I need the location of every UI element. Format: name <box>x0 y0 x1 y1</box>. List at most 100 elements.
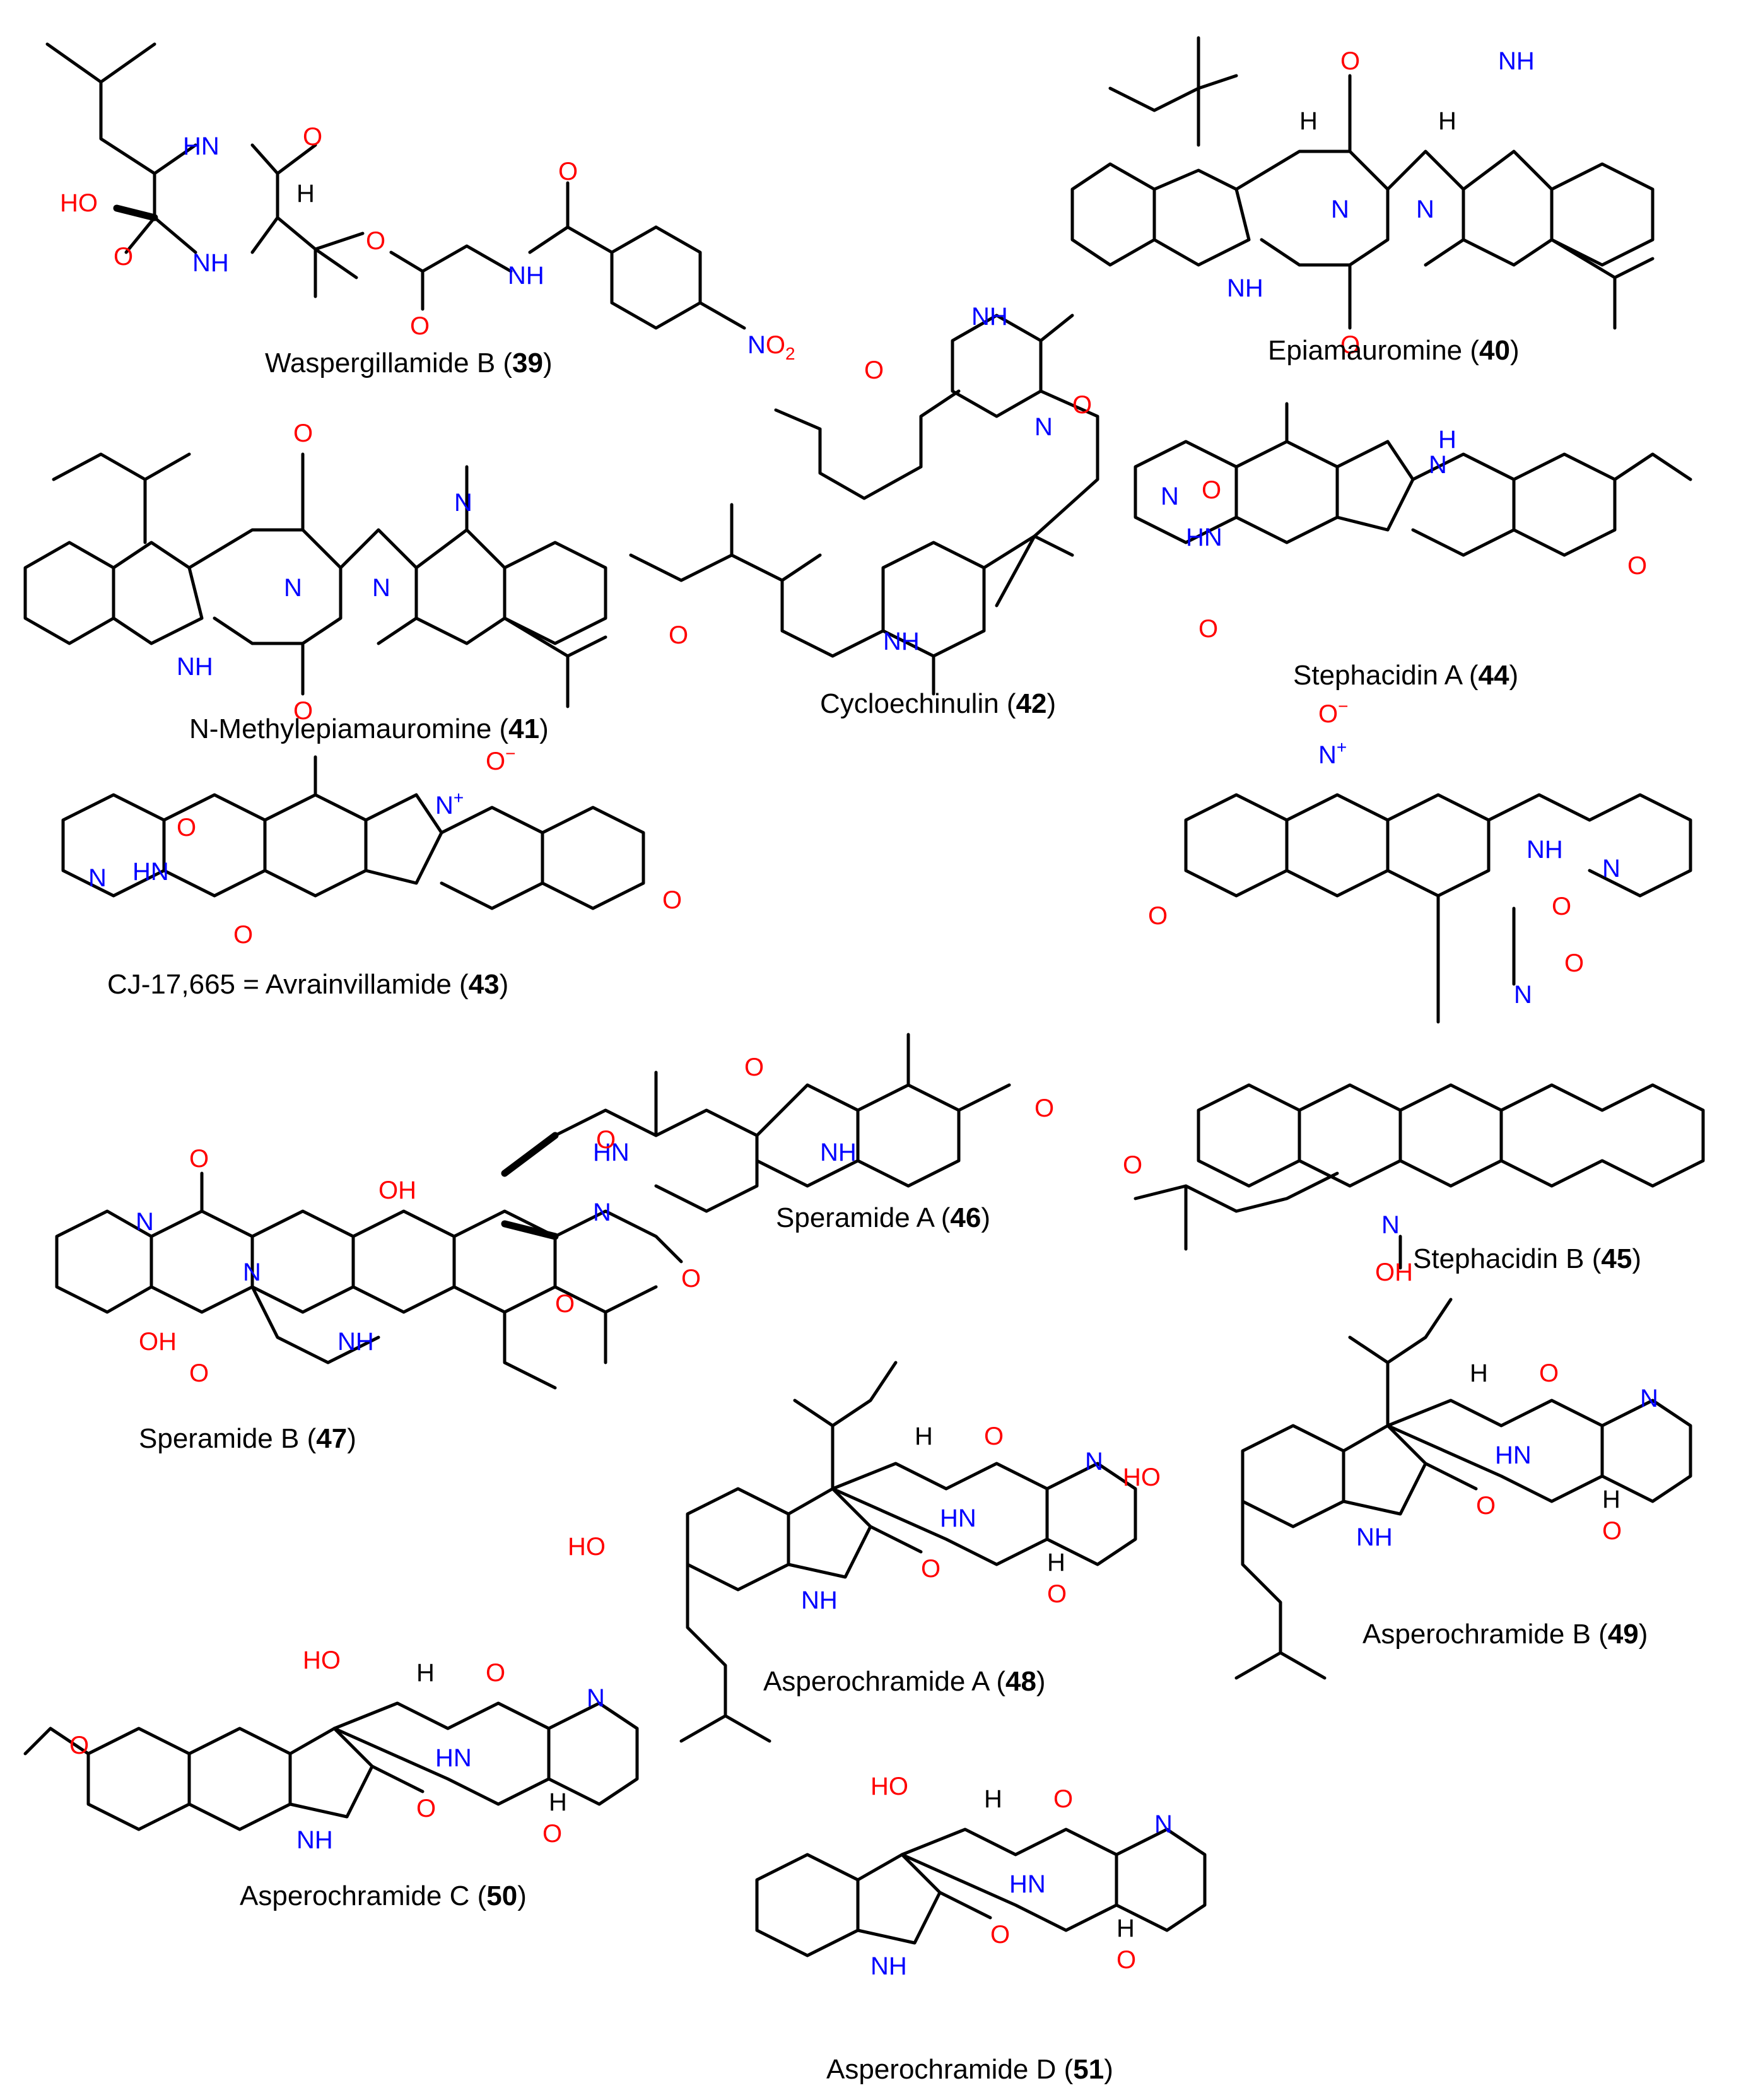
caption-41: N-Methylepiamauromine (41) <box>189 713 549 744</box>
atom-nh: NH <box>508 262 544 290</box>
caption-48: Asperochramide A (48) <box>763 1666 1046 1697</box>
atom-o: O <box>1340 331 1360 359</box>
structure-48: HO O H N HN H O O NH Asperochramide A (4… <box>568 1361 1137 1743</box>
structure-45: N+ O− NH N O O N O O N OH Stephacidin B … <box>1123 696 1705 1286</box>
structure-49: HO O H N HN H O O NH Asperochramide B (4… <box>1123 1298 1692 1680</box>
atom-ho: HO <box>568 1533 606 1561</box>
atom-o: O <box>1552 893 1571 920</box>
atom-n: N <box>1602 855 1620 883</box>
atom-nh: NH <box>1498 47 1535 75</box>
atom-h: H <box>1470 1359 1488 1387</box>
atom-o: O <box>1123 1151 1142 1179</box>
atom-o: O <box>921 1555 940 1583</box>
atom-o: O <box>555 1290 575 1318</box>
atom-n: N <box>372 574 390 602</box>
atom-o: O <box>1116 1946 1136 1974</box>
caption-47: Speramide B (47) <box>139 1423 356 1454</box>
atom-o: O <box>189 1359 209 1387</box>
structure-50: HO O H N HN H O O O NH Asperochramide C … <box>23 1646 639 1911</box>
atom-o: O <box>984 1422 1004 1450</box>
atom-nh: NH <box>1356 1523 1393 1551</box>
atom-o: O <box>177 814 196 842</box>
atom-o: O <box>542 1820 562 1848</box>
atom-o: O <box>1053 1785 1073 1813</box>
atom-h: H <box>549 1788 567 1816</box>
atom-o: O <box>990 1921 1010 1949</box>
atom-o: O <box>189 1145 209 1173</box>
atom-nh: NH <box>192 249 229 277</box>
atom-hn: HN <box>435 1744 472 1772</box>
atom-n: N <box>1161 483 1179 510</box>
atom-h: H <box>1438 107 1456 135</box>
atom-o: O <box>366 227 385 255</box>
structure-51: HO O H N HN H O O NH Asperochramide D (5… <box>755 1773 1207 2085</box>
atom-n: N <box>1085 1448 1103 1475</box>
caption-49: Asperochramide B (49) <box>1362 1619 1648 1650</box>
atom-n: N <box>1640 1385 1658 1412</box>
atom-nh: NH <box>883 628 920 655</box>
atom-o: O <box>293 419 313 447</box>
atom-n: N <box>587 1684 605 1712</box>
atom-n: N <box>1034 413 1053 441</box>
atom-n: N <box>1331 196 1349 223</box>
atom-o: O <box>486 1659 505 1687</box>
atom-n: N <box>243 1258 261 1286</box>
atom-o: O <box>1539 1359 1559 1387</box>
caption-42: Cycloechinulin (42) <box>820 688 1056 719</box>
atom-o: O <box>1198 615 1218 643</box>
atom-n: N <box>136 1208 154 1236</box>
atom-o: O <box>1148 902 1168 930</box>
atom-hn: HN <box>1495 1441 1532 1469</box>
atom-o: O <box>596 1126 616 1154</box>
atom-nh: NH <box>337 1328 374 1356</box>
caption-43: CJ-17,665 = Avrainvillamide (43) <box>107 969 508 1000</box>
atom-ho: HO <box>1123 1464 1161 1491</box>
atom-n: N <box>1381 1211 1400 1239</box>
caption-40: Epiamauromine (40) <box>1268 335 1520 366</box>
atom-o: O <box>233 921 253 949</box>
atom-no2: NO2 <box>747 331 795 363</box>
atom-o: O <box>1202 476 1221 504</box>
atom-o: O <box>1602 1517 1622 1545</box>
caption-51: Asperochramide D (51) <box>826 2054 1113 2085</box>
atom-nh: NH <box>971 303 1008 331</box>
atom-n: N <box>454 489 472 517</box>
atom-nh: NH <box>177 653 213 681</box>
atom-nh: NH <box>296 1826 333 1854</box>
atom-h: H <box>416 1659 435 1687</box>
structure-41: O O N NH N N N-Methylepiamauromine (41) <box>23 419 607 744</box>
atom-ho: HO <box>303 1646 341 1674</box>
atom-nh: H <box>1438 426 1456 454</box>
atom-n: N <box>284 574 302 602</box>
atom-o: O <box>1047 1580 1067 1608</box>
atom-nh: NH <box>820 1139 857 1166</box>
structure-43: O HN N O N+ O− O CJ-17,665 = Avrainvilla… <box>61 744 682 1000</box>
atom-o: O <box>114 243 133 271</box>
atom-nh: NH <box>1227 274 1263 302</box>
atom-o: O <box>1340 47 1360 75</box>
atom-h: H <box>1299 107 1318 135</box>
atom-o: O <box>416 1795 436 1822</box>
atom-h: H <box>296 180 315 208</box>
atom-o: O <box>662 886 682 914</box>
atom-o: O <box>864 356 884 384</box>
atom-o: O <box>1627 552 1647 580</box>
atom-h: H <box>1602 1486 1620 1513</box>
atom-n-plus: N+ <box>435 788 464 819</box>
caption-44: Stephacidin A (44) <box>1293 660 1518 691</box>
atom-n: N <box>88 864 107 892</box>
atom-hn: HN <box>1009 1870 1046 1898</box>
caption-46: Speramide A (46) <box>776 1202 990 1233</box>
structure-46: O O NH HN O N O Speramide A (46) <box>501 1033 1054 1293</box>
atom-o: O <box>69 1732 89 1759</box>
atom-o: O <box>1564 949 1584 977</box>
atom-o-minus: O− <box>486 744 515 775</box>
atom-o: O <box>681 1265 701 1293</box>
structure-42: NH O O N NH O Cycloechinulin (42) <box>629 303 1099 719</box>
atom-hn: HN <box>1186 524 1222 551</box>
atom-o: O <box>293 697 313 725</box>
atom-o: O <box>1034 1094 1054 1122</box>
structure-44: H N N O HN O O Stephacidin A (44) <box>1134 402 1692 691</box>
atom-n: N <box>1429 451 1447 479</box>
